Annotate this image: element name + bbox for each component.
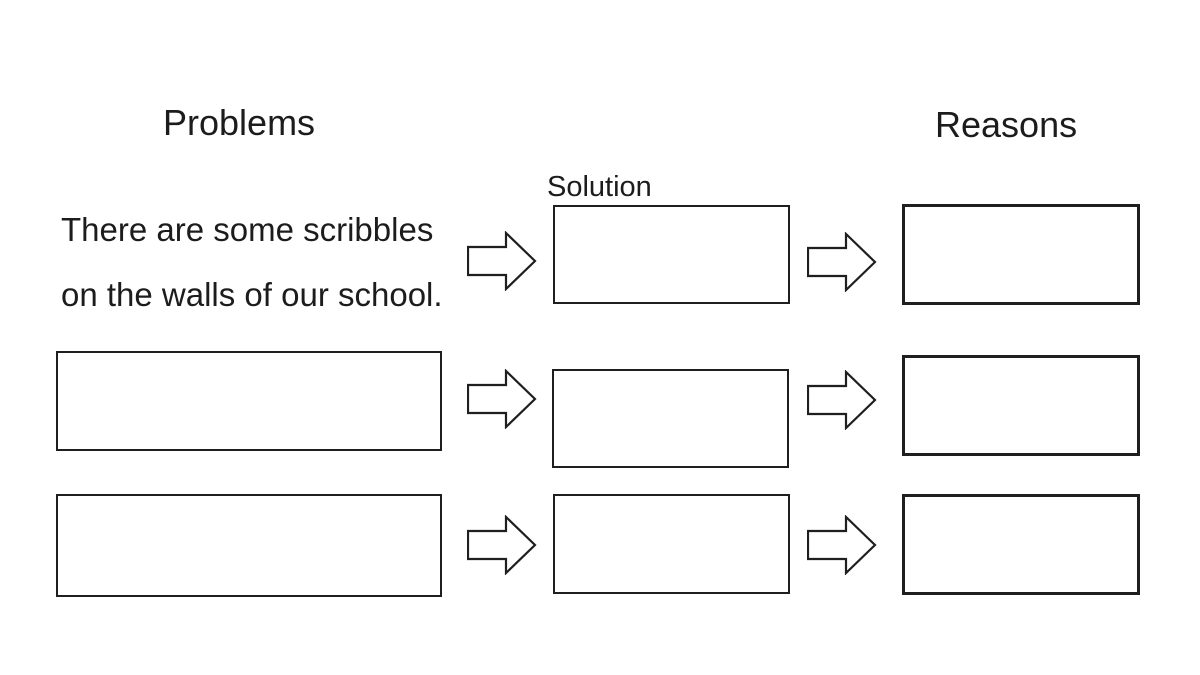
reasons-column-header: Reasons [935, 104, 1078, 145]
solution-box-row2[interactable] [552, 369, 789, 468]
right-arrow-icon [807, 370, 877, 430]
right-arrow-icon [807, 232, 877, 292]
problem-example-line2: on the walls of our school. [61, 276, 443, 313]
right-arrow-icon [807, 515, 877, 575]
solution-box-row1[interactable] [553, 205, 790, 304]
problem-box-row2[interactable] [56, 351, 442, 451]
problem-example-line1: There are some scribbles [61, 211, 434, 248]
problems-column-header: Problems [163, 102, 316, 143]
right-arrow-icon [467, 515, 537, 575]
reason-box-row3[interactable] [902, 494, 1140, 595]
problem-box-row3[interactable] [56, 494, 442, 597]
solution-box-row3[interactable] [553, 494, 790, 594]
reason-box-row1[interactable] [902, 204, 1140, 305]
reason-box-row2[interactable] [902, 355, 1140, 456]
solution-column-label: Solution [547, 171, 652, 203]
right-arrow-icon [467, 369, 537, 429]
right-arrow-icon [467, 231, 537, 291]
